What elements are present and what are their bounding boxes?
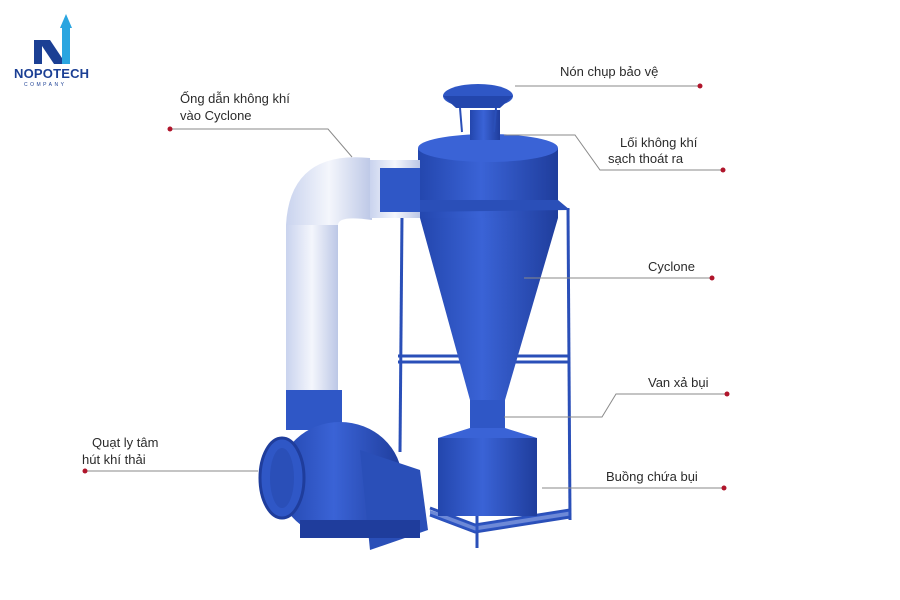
logo-name: NOPOTECH [14,66,90,81]
logo-icon [34,14,72,64]
cyclone-body [410,84,570,428]
label-van-xa: Van xả bụi [648,375,709,390]
logo-subtitle: COMPANY [24,82,67,88]
centrifugal-fan [258,422,428,550]
dust-chamber [438,428,537,516]
leader-lines [85,85,727,489]
label-quat-line2: hút khí thải [82,452,146,467]
label-cyclone: Cyclone [648,259,695,274]
inlet-duct [286,157,420,430]
label-loi-khi-line2: sạch thoát ra [608,151,684,166]
leader-dots [82,83,730,491]
label-quat-line1: Quạt ly tâm [92,435,159,450]
label-ong-dan-line1: Ống dẫn không khí [180,91,290,106]
label-non-chup: Nón chụp bảo vệ [560,64,659,79]
label-buong: Buồng chứa bụi [606,469,698,484]
label-ong-dan-line2: vào Cyclone [180,108,252,123]
label-loi-khi-line1: Lối không khí [620,135,698,150]
